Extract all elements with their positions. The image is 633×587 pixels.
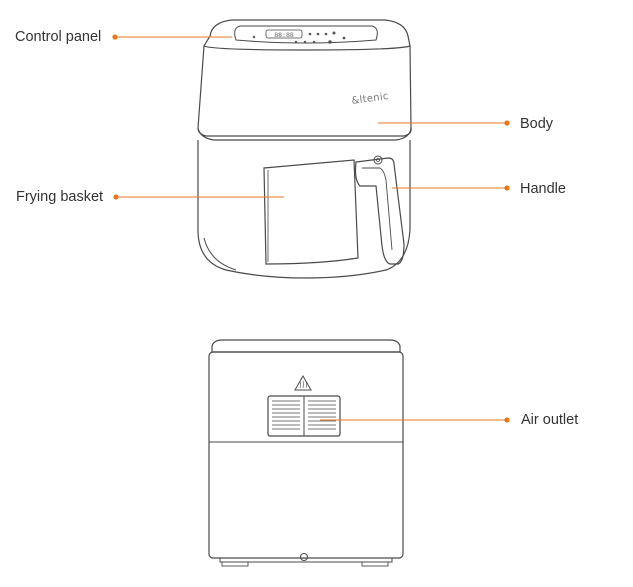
control-panel-display [265, 29, 303, 39]
leader-handle [392, 185, 510, 191]
power-cord-port [300, 553, 308, 561]
label-handle: Handle [520, 181, 566, 197]
hot-surface-warning-icon [294, 374, 312, 391]
leader-control-panel [112, 34, 232, 40]
body-seam [197, 127, 412, 141]
frying-basket-front [263, 159, 359, 265]
handle-release-button [373, 155, 383, 165]
handle [354, 157, 405, 265]
handle-inner [362, 167, 393, 251]
label-frying-basket: Frying basket [16, 189, 104, 205]
air-outlet-grille [267, 395, 341, 437]
brand-logo: &ltenic [351, 91, 390, 107]
air-fryer-front-view: 88:88 [197, 19, 412, 279]
back-body [208, 351, 404, 559]
label-body: Body [520, 116, 554, 132]
foot-left [221, 561, 249, 567]
back-base [219, 557, 393, 563]
label-air-outlet: Air outlet [521, 412, 579, 428]
air-fryer-back-view [208, 339, 404, 567]
control-panel-display-text: 88:88 [274, 31, 294, 39]
lower-body [197, 140, 411, 279]
control-panel-rim [203, 19, 411, 51]
base-curve [203, 237, 237, 271]
back-top [211, 339, 401, 353]
leader-frying-basket [113, 194, 284, 200]
leader-body [378, 120, 510, 126]
control-panel-surface [234, 25, 378, 44]
leader-lines [112, 34, 510, 423]
label-control-panel: Control panel [15, 29, 102, 45]
control-panel-buttons [252, 31, 346, 44]
leader-air-outlet [320, 417, 510, 423]
foot-right [361, 561, 389, 567]
